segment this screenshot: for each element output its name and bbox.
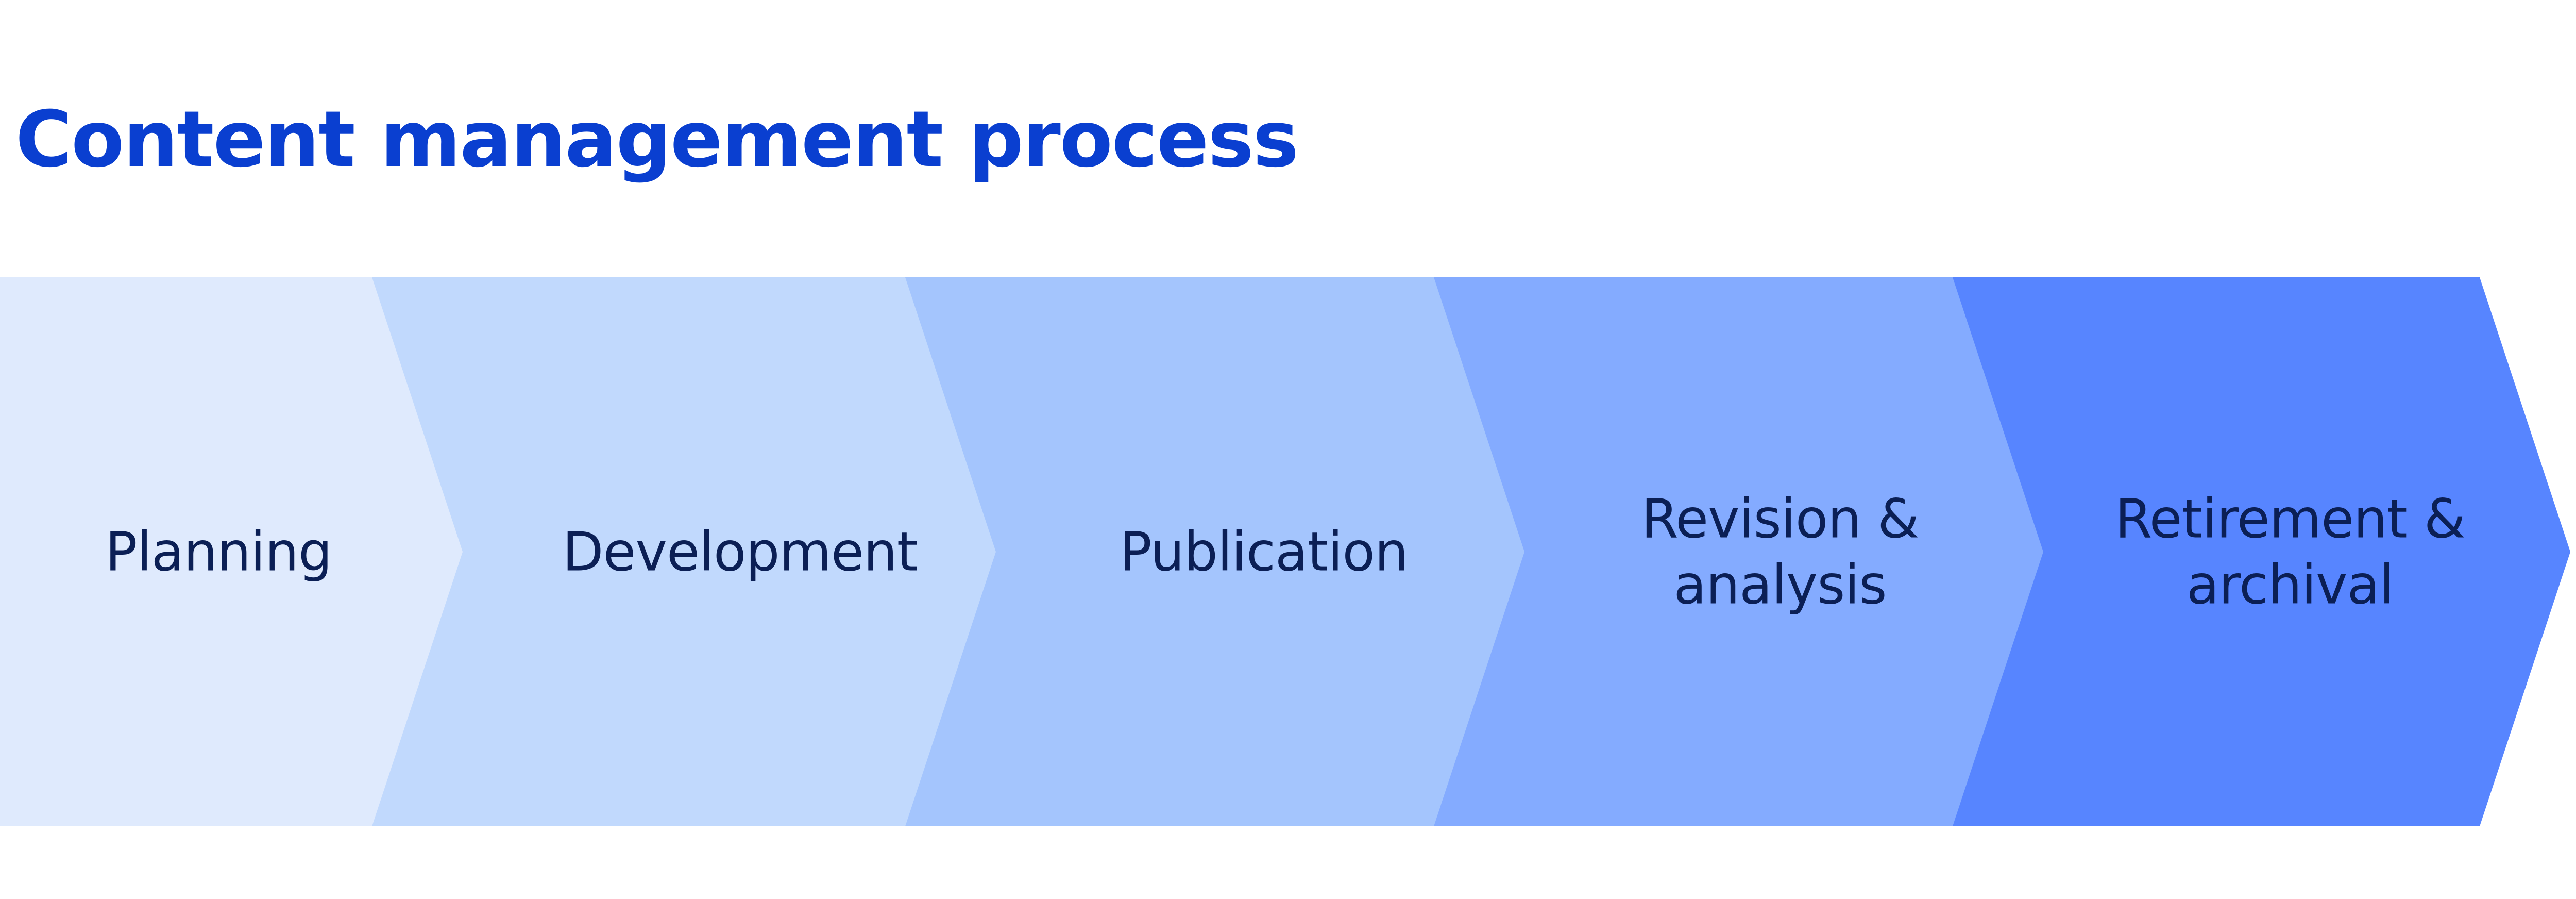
- stage-5-label-line: Retirement &: [2115, 488, 2465, 551]
- stage-1-label: Planning: [105, 521, 332, 584]
- diagram-title: Content management process: [15, 95, 1299, 185]
- stage-2-label: Development: [562, 521, 917, 584]
- stage-2-chevron: [372, 277, 996, 826]
- stage-4-label-line: analysis: [1673, 554, 1886, 617]
- stage-3-label-line: Publication: [1120, 521, 1408, 584]
- stage-5-label: Retirement &archival: [2115, 488, 2465, 617]
- stage-3-chevron: [905, 277, 1524, 826]
- stage-4-label: Revision &analysis: [1641, 488, 1919, 617]
- stage-4-label-line: Revision &: [1641, 488, 1919, 551]
- stage-2-label-line: Development: [562, 521, 917, 584]
- stage-1-chevron: [0, 277, 463, 826]
- stage-5-label-line: archival: [2187, 554, 2394, 617]
- stage-3-label: Publication: [1120, 521, 1408, 584]
- stage-1-label-line: Planning: [105, 521, 332, 584]
- stage-4-chevron: [1434, 277, 2043, 826]
- stage-5-chevron: [1953, 277, 2570, 826]
